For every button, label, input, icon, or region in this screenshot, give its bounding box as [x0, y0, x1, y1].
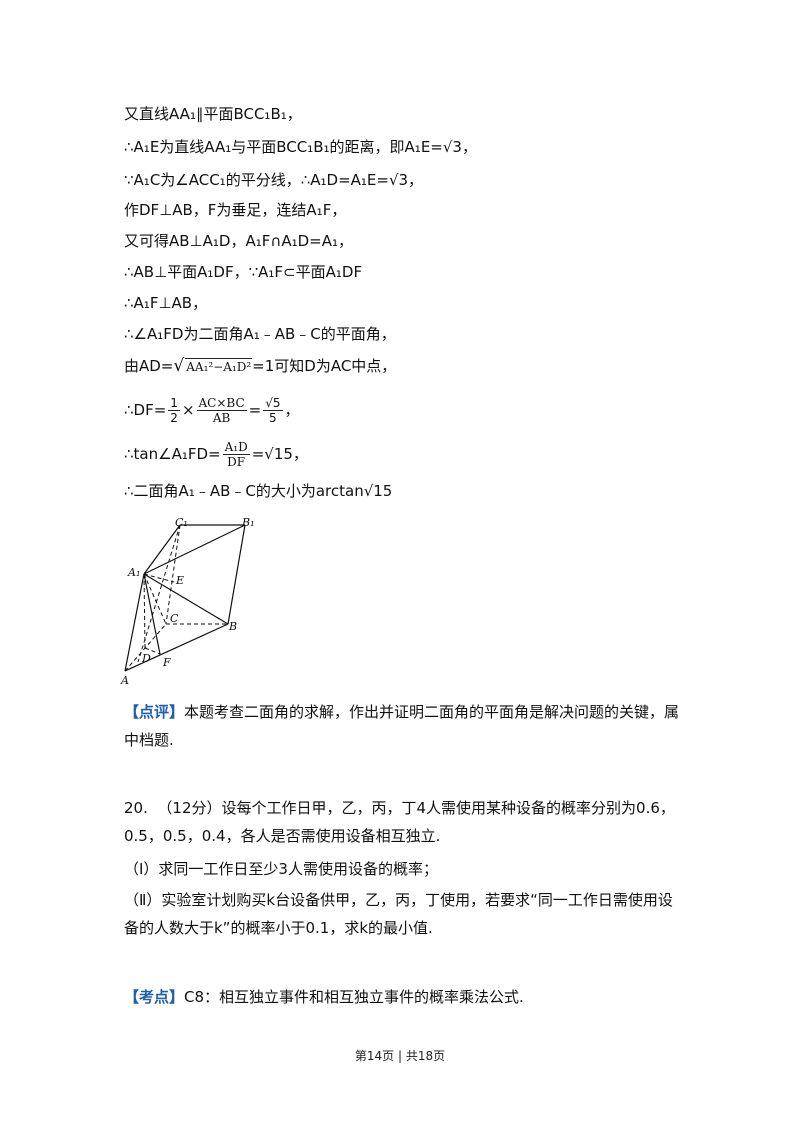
label-f: F — [162, 656, 171, 669]
edge-a1-a — [124, 573, 145, 672]
comment-tag: 【点评】 — [124, 703, 185, 721]
solution-line-8: ∴∠A₁FD为二面角A₁﹣AB﹣C的平面角， — [124, 325, 396, 343]
formula-tan-prefix: ∴tan∠A₁FD= — [124, 445, 221, 463]
fraction-half-den: 2 — [170, 411, 178, 425]
label-c1: C₁ — [175, 516, 188, 529]
problem-number: 20. — [124, 799, 148, 817]
label-a: A — [120, 674, 129, 686]
label-a1: A₁ — [127, 566, 140, 579]
label-e: E — [175, 574, 184, 587]
label-d: D — [141, 652, 151, 665]
prism-figure: C₁ B₁ A₁ E C B D F A — [120, 516, 255, 686]
fraction-result-den: 5 — [269, 411, 277, 425]
solution-line-7: ∴A₁F⊥AB， — [124, 294, 208, 312]
edge-a1-c1 — [143, 524, 181, 575]
fraction-tan-den: DF — [227, 455, 246, 469]
edge-a1-d — [143, 573, 146, 649]
solution-line-5: 又可得AB⊥A₁D，A₁F∩A₁D=A₁， — [124, 232, 353, 250]
edge-c1-a — [137, 524, 181, 663]
kaodian-block: 【考点】C8：相互独立事件和相互独立事件的概率乘法公式. — [124, 983, 680, 1011]
label-c: C — [170, 612, 179, 625]
page-footer: 第14页 | 共18页 — [354, 1049, 446, 1063]
sqrt-sign: √ — [173, 356, 185, 376]
label-b: B — [228, 620, 237, 633]
edge-d-f — [144, 647, 161, 655]
problem-part-2: （Ⅱ）实验室计划购买k台设备供甲，乙，丙，丁使用，若要求“同一工作日需使用设备的… — [124, 891, 673, 937]
fraction-ac-bc-num: AC×BC — [196, 396, 247, 411]
solution-line-6: ∴AB⊥平面A₁DF，∵A₁F⊂平面A₁DF — [124, 263, 363, 281]
formula-ad-radicand: AA₁²−A₁D² — [185, 358, 253, 374]
kaodian-tag: 【考点】 — [124, 988, 185, 1006]
problem-part-1: （Ⅰ）求同一工作日至少3人需使用设备的概率； — [124, 860, 438, 878]
formula-tan-suffix: =√15， — [251, 445, 308, 463]
edge-c1-c — [165, 524, 181, 625]
solution-line-4: 作DF⊥AB，F为垂足，连结A₁F， — [124, 201, 347, 219]
problem-stem: 设每个工作日甲，乙，丙，丁4人需使用某种设备的概率分别为0.6，0.5，0.5，… — [124, 799, 675, 845]
edge-b1-b — [227, 524, 246, 625]
formula-df-prefix: ∴DF= — [124, 401, 167, 419]
edge-a1-b1 — [143, 524, 246, 575]
equals-sign: = — [248, 401, 262, 419]
edge-a-c — [124, 623, 167, 672]
formula-ad-suffix: =1可知D为AC中点， — [252, 357, 397, 375]
edge-a1-f — [143, 573, 161, 655]
comment-block: 【点评】本题考查二面角的求解，作出并证明二面角的平面角是解决问题的关键，属中档题… — [124, 698, 680, 754]
edge-a1-b — [143, 573, 229, 625]
fraction-half-num: 1 — [168, 396, 180, 411]
edge-a1-c — [143, 573, 167, 625]
edge-a-b — [124, 623, 229, 672]
solution-line-1: 又直线AA₁∥平面BCC₁B₁， — [124, 105, 302, 123]
problem-20: 20. （12分）设每个工作日甲，乙，丙，丁4人需使用某种设备的概率分别为0.6… — [124, 794, 680, 850]
answer-line: ∴二面角A₁﹣AB﹣C的大小为arctan√15 — [124, 482, 393, 500]
formula-ad-prefix: 由AD= — [124, 357, 174, 375]
fraction-result-num: √5 — [263, 396, 283, 411]
problem-score: （12分） — [157, 799, 222, 817]
kaodian-text: C8：相互独立事件和相互独立事件的概率乘法公式. — [184, 988, 524, 1006]
solution-line-3: ∵A₁C为∠ACC₁的平分线，∴A₁D=A₁E=√3， — [124, 171, 424, 189]
fraction-ac-bc-den: AB — [212, 411, 231, 425]
formula-df-suffix: ， — [284, 401, 300, 419]
comment-text: 本题考查二面角的求解，作出并证明二面角的平面角是解决问题的关键，属中档题. — [124, 703, 680, 749]
times-sign: × — [181, 401, 195, 419]
formula-ad: 由AD=√AA₁²−A₁D²=1可知D为AC中点， — [124, 356, 396, 376]
solution-line-2: ∴A₁E为直线AA₁与平面BCC₁B₁的距离，即A₁E=√3， — [124, 138, 477, 156]
fraction-tan-num: A₁D — [222, 440, 250, 455]
edge-a1-e — [143, 573, 175, 583]
label-b1: B₁ — [241, 516, 255, 529]
